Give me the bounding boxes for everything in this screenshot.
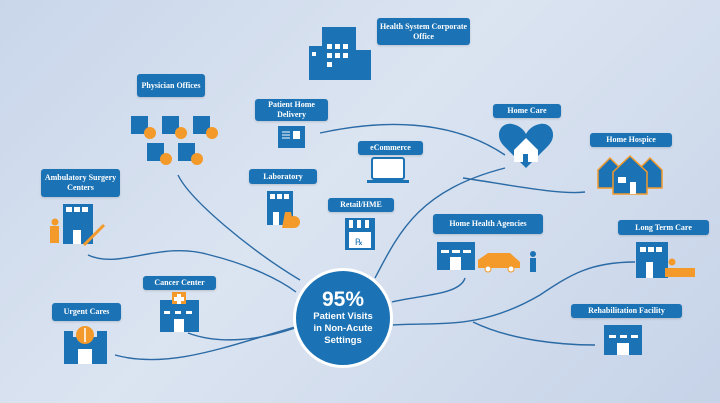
label-ambulatory-surgery: Ambulatory Surgery Centers [41,169,120,197]
cancer-center-icon [160,292,199,332]
hub-circle: 95% Patient Visits in Non-Acute Settings [293,268,393,368]
car-icon [478,253,520,273]
label-rehabilitation-facility: Rehabilitation Facility [571,304,682,318]
connector-lines [87,123,636,361]
home-hospice-icon [597,154,663,195]
rehabilitation-facility-icon [604,325,642,355]
retail-store-icon: ℞ [345,218,375,250]
home-care-heart-icon [498,123,554,168]
label-home-hospice: Home Hospice [590,133,672,147]
label-patient-home-delivery: Patient Home Delivery [255,99,328,121]
urgent-care-icon [64,326,107,364]
hub-line-1: Patient Visits [313,311,373,322]
hub-line-3: Settings [324,335,362,346]
label-retail-hme: Retail/HME [328,198,394,212]
hub-line-2: in Non-Acute [313,323,373,334]
line-long-term [392,261,636,326]
line-home-care [374,167,506,279]
laptop-icon [367,157,409,183]
line-urgent [114,326,296,361]
label-home-care: Home Care [493,104,561,118]
corporate-office-icon [309,27,371,80]
line-ambulatory [87,250,297,293]
line-home-health [391,277,466,303]
line-physician [177,174,301,281]
svg-text:℞: ℞ [355,237,363,247]
label-cancer-center: Cancer Center [143,276,216,290]
hub-percent: 95% [321,288,365,311]
ambulatory-surgery-icon [50,204,106,247]
long-term-care-icon [636,242,695,278]
caregiver-icon [530,251,536,272]
label-urgent-cares: Urgent Cares [52,303,121,321]
label-home-health-agencies: Home Health Agencies [433,214,543,234]
line-home-delivery [319,123,506,156]
home-health-agency-icon [437,242,475,270]
physician-offices-icon [131,116,218,165]
laboratory-icon [267,191,300,228]
label-ecommerce: eCommerce [358,141,423,155]
label-laboratory: Laboratory [249,169,317,184]
home-delivery-icon [278,126,305,148]
label-corporate-office: Health System Corporate Office [377,18,470,45]
line-cancer [187,327,296,341]
line-rehab [472,321,596,346]
line-hospice [462,177,586,194]
label-physician-offices: Physician Offices [137,74,205,97]
label-long-term-care: Long Term Care [618,220,709,235]
